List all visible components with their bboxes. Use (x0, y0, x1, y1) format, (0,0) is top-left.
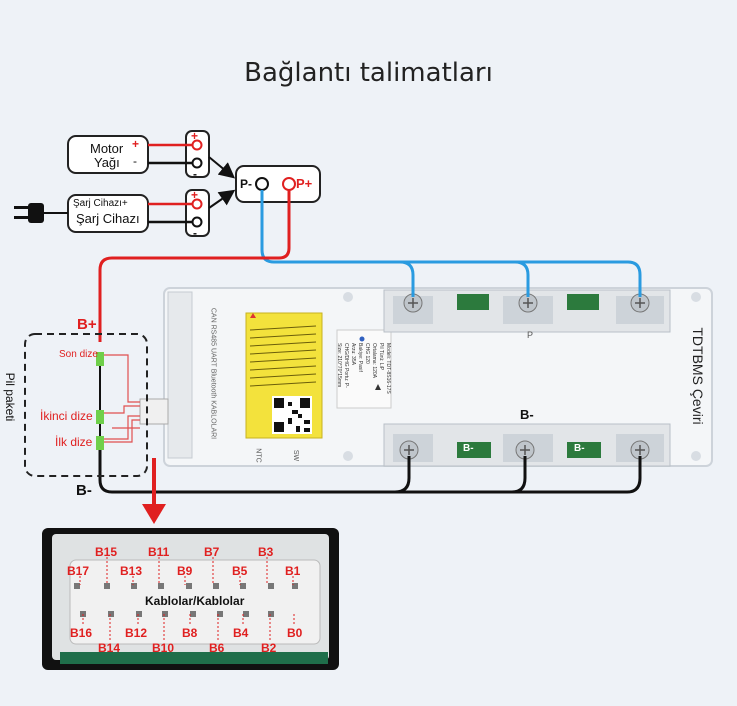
output-terminal-box (235, 165, 321, 203)
pad-label-2: B- (574, 443, 585, 454)
board-b-minus-label: B- (520, 407, 534, 422)
p-minus-label: P- (240, 177, 252, 191)
pin-label: B17 (67, 564, 90, 578)
motor-label-2: Yağı (94, 155, 120, 170)
pin-label: B4 (233, 626, 249, 640)
battery-pack-box (24, 333, 148, 477)
port-strip-label: CAN RS485 UART Bluetooth KABLOLARI (209, 307, 217, 440)
charger-terminal (185, 189, 210, 237)
motor-terminal-plus: + (191, 129, 199, 143)
charger-label-2: Şarj Cihazı (76, 211, 140, 226)
pin-label: B11 (148, 545, 170, 559)
pin-label: B16 (70, 626, 93, 640)
motor-terminal (185, 130, 210, 178)
spec-sticker (336, 329, 392, 409)
charger-terminal-minus: - (193, 226, 197, 240)
pin-label: B12 (125, 626, 148, 640)
motor-box (67, 135, 149, 174)
pin-label: B15 (95, 545, 118, 559)
cable-label: Kablolar/Kablolar (145, 594, 245, 608)
second-string-label: İkinci dize (40, 409, 93, 423)
battery-pack-side-label: Pil paketi (3, 372, 17, 422)
red-arrow-icon (142, 504, 166, 524)
last-string-label: Son dize (59, 349, 98, 360)
b-plus-wire (98, 190, 291, 342)
p-plus-label: P+ (296, 176, 313, 191)
pin-label: B13 (120, 564, 143, 578)
page-title: Bağlantı talimatları (244, 58, 493, 88)
ntc-label: NTC (254, 448, 262, 463)
pin-label: B0 (287, 626, 303, 640)
pin-label: B3 (258, 545, 274, 559)
board-brand-label: TDTBMS Çeviri (690, 327, 706, 425)
connector-pins (74, 583, 298, 617)
pin-label: B2 (261, 641, 277, 655)
b-minus-wire (98, 444, 411, 494)
pin-label: B14 (98, 641, 121, 655)
pin-label: B8 (182, 626, 198, 640)
pin-label: B10 (152, 641, 175, 655)
motor-label-1: Motor (90, 141, 124, 156)
pin-label: B6 (209, 641, 225, 655)
first-string-label: İlk dize (55, 435, 93, 449)
pin-label: B5 (232, 564, 248, 578)
spec-text: Modeli: TDT-8S16-17S Pil Türü: LiP Ortal… (336, 343, 391, 394)
p-minus-wire (260, 190, 415, 297)
pin-label: B9 (177, 564, 193, 578)
b-plus-label: B+ (77, 316, 97, 333)
pad-label-1: B- (463, 443, 474, 454)
motor-plus-sign: + (132, 137, 140, 151)
sw-label: SW (292, 449, 300, 462)
charger-terminal-plus: + (191, 188, 199, 202)
motor-terminal-minus: - (193, 167, 197, 181)
charger-label-1: Şarj Cihazı+ (73, 198, 128, 209)
pin-label: B1 (285, 564, 301, 578)
board-p-label: P (527, 330, 534, 340)
power-plug-icon (14, 203, 68, 223)
pin-label: B7 (204, 545, 220, 559)
motor-minus-sign: - (133, 154, 137, 168)
b-minus-label: B- (76, 482, 92, 499)
